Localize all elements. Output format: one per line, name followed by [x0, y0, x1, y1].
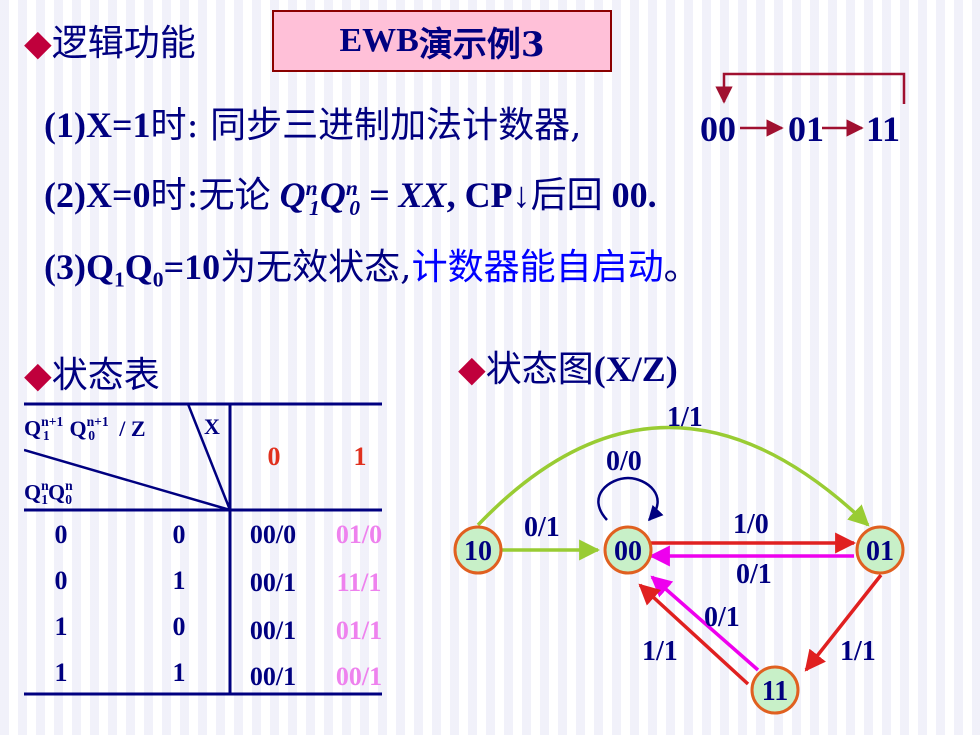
ewb-demo-prefix: EWB	[339, 22, 419, 59]
table-row-2-x0: 00/1	[249, 616, 297, 645]
sequence-arrows	[715, 72, 906, 137]
state-diagram-title: 状态图	[485, 349, 594, 390]
table-row-0-q1: 0	[54, 520, 68, 549]
bullet-diamond-icon: ◆	[24, 355, 52, 396]
node-00: 00	[603, 525, 653, 575]
table-row-3-x1: 00/1	[335, 662, 383, 691]
arrow-11-to-00	[715, 72, 906, 104]
edge-label-11-00-b: 1/1	[642, 636, 678, 667]
table-row-0-q0: 0	[172, 520, 186, 549]
edge-label-00-00: 0/0	[606, 446, 642, 477]
table-header-x: X	[204, 414, 220, 439]
state-diagram: 10 00 01 11 1/1 0/0 0/1 1/0 0/1 0/1 1/1 …	[453, 402, 905, 715]
line-1-text: 时: 同步三进制加法计数器,	[150, 105, 582, 146]
line-3-highlight: 计数器能自启动	[411, 247, 664, 288]
section-heading-logic: ◆逻辑功能	[24, 14, 196, 66]
bullet-diamond-icon: ◆	[24, 23, 52, 64]
edge-label-00-01: 1/0	[733, 509, 769, 540]
line-2-cp: , CP↓	[446, 175, 531, 215]
table-row-3-q1: 1	[54, 658, 68, 687]
edge-label-01-00: 0/1	[736, 559, 772, 590]
table-row-1-x1: 11/1	[336, 568, 382, 597]
svg-text:11: 11	[762, 676, 788, 707]
svg-text:10: 10	[464, 536, 492, 567]
table-row-2-q0: 0	[172, 612, 186, 641]
table-col-x0: 0	[267, 442, 281, 471]
node-01: 01	[855, 525, 905, 575]
heading-title: 逻辑功能	[51, 23, 196, 64]
sequence-00: 00	[700, 109, 736, 149]
sequence-01: 01	[788, 109, 824, 149]
line-2-prefix: (2)X=0	[44, 175, 151, 215]
edge-label-11-00-a: 0/1	[704, 602, 740, 633]
line-1-prefix: (1)X=1	[44, 105, 151, 145]
node-11: 11	[750, 665, 800, 715]
table-row-3-q0: 1	[172, 658, 186, 687]
node-10: 10	[453, 525, 503, 575]
table-row-3-x0: 00/1	[249, 662, 297, 691]
line-2-text-a: 时:无论	[150, 175, 271, 216]
line-2-equation: Qn1Qn0 = XX	[279, 175, 447, 220]
state-diagram-title-suffix: (X/Z)	[593, 349, 678, 389]
edge-label-10-01: 1/1	[667, 402, 703, 433]
edge-10-to-01	[476, 425, 870, 527]
table-row-1-x0: 00/1	[249, 568, 297, 597]
line-2: (2)X=0时:无论 Qn1Qn0 = XX, CP↓后回 00.	[44, 166, 657, 221]
edge-label-10-00: 0/1	[524, 512, 560, 543]
line-3-text: 为无效状态,	[220, 247, 412, 288]
edge-00-self-loop	[597, 476, 664, 522]
bullet-diamond-icon: ◆	[458, 349, 486, 390]
line-1: (1)X=1时: 同步三进制加法计数器,	[44, 96, 582, 148]
table-col-x1: 1	[353, 442, 367, 471]
line-3: (3)Q1Q0=10为无效状态,计数器能自启动。	[44, 247, 700, 292]
section-heading-state-table: ◆状态表	[24, 346, 160, 398]
edge-11-to-00-b	[638, 583, 750, 686]
table-row-1-q1: 0	[54, 566, 68, 595]
table-row-2-q1: 1	[54, 612, 68, 641]
line-2-tail: 00.	[611, 175, 657, 215]
table-row-0-x1: 01/0	[335, 520, 383, 549]
svg-text:00: 00	[614, 536, 642, 567]
section-heading-state-diagram: ◆状态图(X/Z)	[458, 340, 678, 392]
table-row-1-q0: 1	[172, 566, 186, 595]
edge-label-01-11: 1/1	[840, 636, 876, 667]
table-row-2-x1: 01/1	[335, 616, 383, 645]
state-table-lines	[24, 402, 382, 696]
sequence-11: 11	[866, 109, 901, 149]
edge-01-to-11	[804, 573, 883, 672]
state-table-title: 状态表	[51, 355, 160, 396]
table-header-current-state: Qn1Qn0	[24, 478, 73, 507]
edge-11-to-00-a	[650, 575, 760, 672]
svg-text:01: 01	[866, 536, 894, 567]
line-2-text-b: 后回	[530, 175, 603, 216]
table-row-0-x0: 00/0	[249, 520, 297, 549]
ewb-demo-suffix: 演示例3	[418, 24, 545, 65]
